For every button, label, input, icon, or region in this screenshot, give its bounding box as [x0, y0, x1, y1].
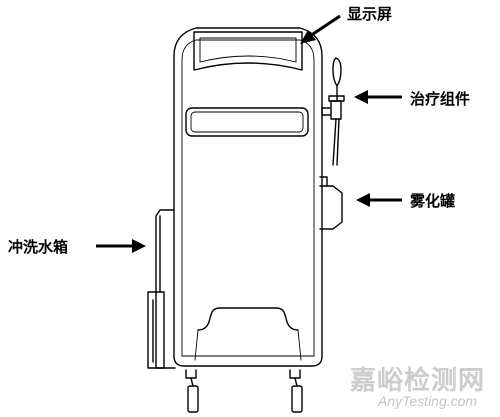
display-screen: [193, 31, 303, 71]
arrow-rinse-water-tank: [96, 239, 146, 253]
nebulizer-tank: [319, 176, 343, 230]
nebulizer-tank-label: 雾化罐: [410, 192, 456, 210]
caster-wheels: [185, 369, 303, 413]
rinse-water-tank: [147, 209, 176, 369]
display-screen-label: 显示屏: [347, 5, 393, 23]
device-body: [173, 27, 323, 367]
arrow-display-screen: [300, 14, 341, 44]
watermark-brand-en: AnyTesting.com: [378, 393, 478, 409]
watermark-brand-cn: 嘉峪检测网: [350, 365, 486, 395]
treatment-assembly-label: 治疗组件: [410, 90, 471, 108]
arrow-treatment-assembly: [354, 90, 402, 104]
rinse-water-tank-label: 冲洗水箱: [8, 238, 69, 256]
arrow-nebulizer-tank: [356, 193, 402, 207]
treatment-assembly: [321, 57, 345, 166]
